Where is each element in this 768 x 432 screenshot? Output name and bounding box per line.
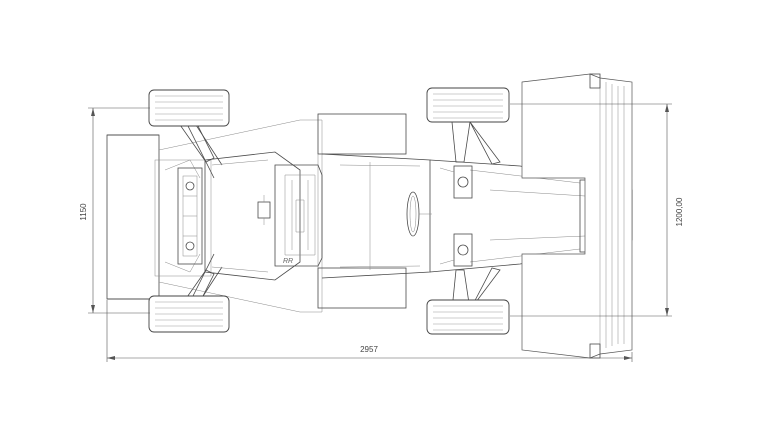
front-track-label: 1200,00 bbox=[675, 197, 684, 226]
dimension-rear-track: 1150 bbox=[79, 107, 150, 314]
dimension-overall-length: 2957 bbox=[106, 300, 633, 362]
side-pods bbox=[317, 113, 407, 309]
rear-right-tire bbox=[148, 295, 230, 333]
rear-body bbox=[106, 119, 323, 313]
rear-frame bbox=[204, 151, 301, 281]
chassis bbox=[321, 153, 432, 279]
rear-left-tire bbox=[148, 89, 230, 127]
rear-track-label: 1150 bbox=[79, 203, 88, 221]
front-left-tire bbox=[426, 87, 510, 123]
rear-suspension bbox=[164, 121, 223, 311]
front-suspension bbox=[439, 121, 501, 311]
dimension-front-track: 1200,00 bbox=[510, 103, 684, 317]
front-right-tire bbox=[426, 299, 510, 335]
overall-length-label: 2957 bbox=[360, 345, 378, 354]
rear-drivetrain bbox=[177, 167, 203, 265]
cockpit: RR bbox=[274, 164, 323, 267]
front-wing bbox=[521, 73, 633, 359]
svg-text:RR: RR bbox=[283, 258, 293, 265]
